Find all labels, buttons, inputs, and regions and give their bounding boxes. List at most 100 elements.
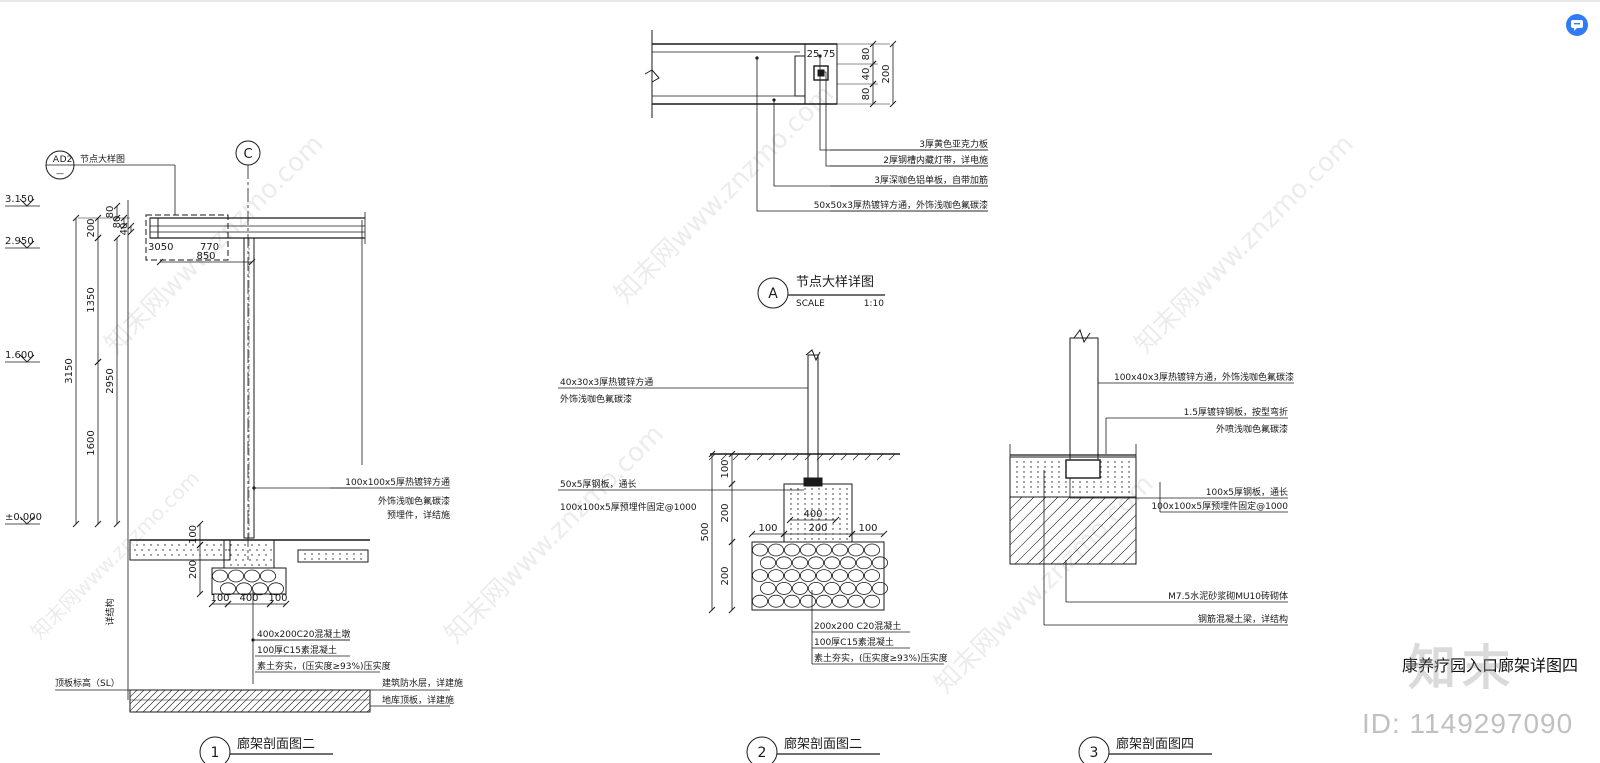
hatch-line bbox=[1074, 502, 1136, 564]
concrete-dot bbox=[825, 498, 827, 500]
concrete-dot bbox=[256, 559, 258, 561]
concrete-dot bbox=[265, 564, 267, 566]
note-soil: 素土夯实，(压实度≥93%)压实度 bbox=[257, 660, 391, 672]
dim-label: 200 bbox=[188, 560, 199, 579]
concrete-dot bbox=[1037, 486, 1039, 488]
dim-tick bbox=[224, 600, 232, 608]
concrete-dot bbox=[190, 549, 192, 551]
gravel-stone bbox=[800, 569, 817, 582]
concrete-dot bbox=[1100, 486, 1102, 488]
concrete-dot bbox=[832, 498, 834, 500]
hatch-line bbox=[338, 690, 362, 712]
detail-a-scale: 1:10 bbox=[864, 299, 884, 309]
hatch-line bbox=[310, 690, 334, 712]
concrete-dot bbox=[325, 553, 327, 555]
elevation-label: 1.600 bbox=[5, 350, 34, 361]
dim-label: 2950 bbox=[105, 368, 116, 393]
earth-hatch bbox=[840, 453, 848, 461]
gravel-stone bbox=[832, 543, 849, 557]
concrete-dot bbox=[1107, 491, 1109, 493]
concrete-dot bbox=[797, 503, 799, 505]
concrete-dot bbox=[811, 508, 813, 510]
concrete-dot bbox=[1051, 481, 1053, 483]
concrete-dot bbox=[818, 493, 820, 495]
hatch-line bbox=[303, 690, 327, 712]
callout-dash: — bbox=[56, 169, 64, 178]
concrete-dot bbox=[1107, 461, 1109, 463]
concrete-dot bbox=[804, 508, 806, 510]
note-embed: 100x100x5厚预埋件固定@1000 bbox=[1151, 500, 1288, 512]
dim-tick bbox=[708, 606, 716, 614]
elevation-label: 2.950 bbox=[5, 236, 34, 247]
hatch-line bbox=[1062, 497, 1131, 564]
pier-fill bbox=[228, 544, 272, 566]
dim-label: 100 bbox=[210, 593, 229, 604]
concrete-dot bbox=[1030, 461, 1032, 463]
gravel-stone bbox=[784, 594, 801, 608]
concrete-dot bbox=[1016, 471, 1018, 473]
concrete-dot bbox=[1079, 486, 1081, 488]
gravel-stone bbox=[816, 569, 833, 582]
gravel-stone bbox=[768, 543, 785, 557]
concrete-dot bbox=[839, 538, 841, 540]
concrete-dot bbox=[1016, 486, 1018, 488]
concrete-dot bbox=[1072, 481, 1074, 483]
concrete-dot bbox=[169, 549, 171, 551]
chat-bubble-icon bbox=[1571, 20, 1583, 31]
concrete-dot bbox=[237, 554, 239, 556]
concrete-dot bbox=[797, 493, 799, 495]
dim-tick bbox=[889, 100, 897, 108]
earth-hatch bbox=[804, 453, 812, 461]
dim-tick bbox=[127, 228, 135, 236]
concrete-dot bbox=[249, 559, 251, 561]
leader-dot bbox=[820, 70, 824, 74]
note-waterproof: 建筑防水层，详建施 bbox=[382, 677, 463, 689]
earth-hatch bbox=[720, 453, 728, 461]
hatch-line bbox=[1098, 526, 1136, 564]
hatch-line bbox=[212, 690, 236, 712]
concrete-dot bbox=[825, 503, 827, 505]
concrete-dot bbox=[339, 558, 341, 560]
note-sheet: 1.5厚镀锌钢板，按型弯折 bbox=[1184, 406, 1288, 418]
steel-plate bbox=[803, 477, 823, 487]
concrete-dot bbox=[1023, 476, 1025, 478]
concrete-dot bbox=[360, 558, 362, 560]
note-plate: 50x5厚钢板，通长 bbox=[560, 478, 637, 490]
concrete-dot bbox=[360, 553, 362, 555]
concrete-dot bbox=[1030, 471, 1032, 473]
concrete-dot bbox=[846, 503, 848, 505]
concrete-dot bbox=[251, 564, 253, 566]
concrete-dot bbox=[1100, 481, 1102, 483]
diagonal-watermark: 知末网www.znzmo.com bbox=[439, 419, 670, 650]
note-slab: 地库顶板，详建施 bbox=[382, 694, 454, 706]
gravel-stone bbox=[848, 594, 865, 608]
concrete-dot bbox=[1128, 466, 1130, 468]
concrete-dot bbox=[797, 488, 799, 490]
note-led: 2厚钢槽内藏灯带，详电施 bbox=[883, 154, 988, 166]
concrete-dot bbox=[143, 544, 145, 546]
acrylic-panel bbox=[804, 43, 838, 105]
concrete-dot bbox=[839, 528, 841, 530]
concrete-dot bbox=[1044, 461, 1046, 463]
dim-total: 200 bbox=[881, 64, 892, 83]
concrete-dot bbox=[839, 523, 841, 525]
concrete-dot bbox=[1065, 481, 1067, 483]
detail-a-title: 节点大样详图 bbox=[796, 275, 874, 290]
hatch-line bbox=[191, 690, 215, 712]
concrete-dot bbox=[846, 498, 848, 500]
dim-label: 40 bbox=[861, 68, 872, 81]
concrete-dot bbox=[1058, 471, 1060, 473]
section-2-bubble bbox=[746, 736, 778, 763]
concrete-dot bbox=[1128, 486, 1130, 488]
concrete-dot bbox=[1107, 466, 1109, 468]
concrete-dot bbox=[256, 549, 258, 551]
sheet-title: 康养疗园入口廊架详图四 bbox=[1402, 656, 1579, 675]
section-1-number: 1 bbox=[211, 745, 220, 761]
earth-hatch bbox=[852, 453, 860, 461]
concrete-dot bbox=[811, 503, 813, 505]
concrete-dot bbox=[1037, 481, 1039, 483]
dim-label: 200 bbox=[808, 523, 827, 534]
gravel-stone bbox=[864, 569, 881, 582]
concrete-dot bbox=[790, 508, 792, 510]
chat-bubble-button[interactable] bbox=[1566, 14, 1588, 36]
